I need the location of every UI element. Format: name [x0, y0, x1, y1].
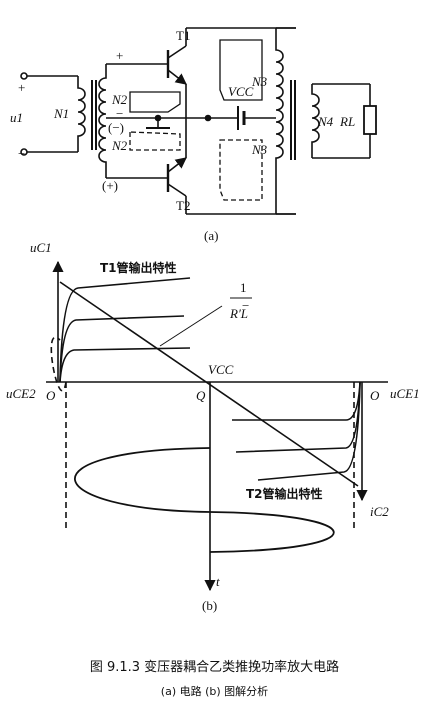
input-terminal-top [20, 72, 28, 80]
figure-subcaption: (a) 电路 (b) 图解分析 [160, 685, 269, 698]
t2-characteristic-curve-2 [235, 381, 361, 453]
subfigure-b-label: (b) [202, 598, 217, 613]
secondary-minus-sign: − [116, 106, 123, 121]
subfigure-a-label: (a) [204, 228, 218, 243]
t1-characteristic-label: T1管输出特性 [100, 260, 177, 275]
transistor-t2-label: T2 [176, 198, 190, 213]
t1-characteristic-curve-1 [59, 277, 191, 383]
uce2-axis-label: uCE2 [6, 386, 36, 401]
load-resistor [363, 105, 377, 135]
load-line [59, 281, 359, 487]
current-loop-t2-input [129, 131, 181, 151]
coil-n2-bottom-label: N2 [111, 138, 128, 153]
transistor-t1-label: T1 [176, 28, 190, 43]
vcc-label: VCC [228, 84, 254, 99]
current-loop-t1-input [129, 91, 181, 113]
graphical-analysis [46, 260, 388, 592]
coil-n4-label: N4 [317, 114, 334, 129]
circuit-diagram [20, 27, 377, 215]
input-plus-sign: + [18, 80, 25, 95]
origin-left-label: O [46, 388, 56, 403]
secondary-pos-paren: (+) [102, 178, 118, 193]
coil-n3-top-label: N3 [251, 74, 268, 89]
output-primary-coil-n3 [275, 28, 284, 214]
t2-characteristic-curve-1 [257, 381, 361, 481]
t2-characteristic-label: T2管输出特性 [246, 486, 323, 501]
slope-numerator: 1 [240, 280, 247, 295]
primary-coil-n1 [77, 76, 86, 152]
t1-characteristic-curve-3 [59, 347, 191, 383]
t1-characteristic-curve-2 [59, 315, 185, 383]
time-axis-label: t [216, 574, 220, 589]
uc1-axis-label: uC1 [30, 240, 52, 255]
coil-n1-label: N1 [53, 106, 69, 121]
coil-n2-top-label: N2 [111, 92, 128, 107]
output-secondary-coil-n4 [311, 84, 320, 158]
uce1-axis-label: uCE1 [390, 386, 420, 401]
secondary-plus-sign: + [116, 48, 123, 63]
t2-characteristic-curve-3 [232, 381, 361, 421]
origin-right-label: O [370, 388, 380, 403]
figure-caption: 图 9.1.3 变压器耦合乙类推挽功率放大电路 [89, 660, 340, 675]
quiescent-point-label: Q [196, 388, 206, 403]
projection-curve-left [50, 336, 67, 392]
coil-n3-bottom-label: N3 [251, 142, 268, 157]
load-resistor-label: RL [339, 114, 355, 129]
input-voltage-label: u1 [10, 110, 23, 125]
ic2-axis-label: iC2 [370, 504, 389, 519]
input-minus-sign: − [18, 146, 25, 161]
vcc-tick-label: VCC [208, 362, 234, 377]
secondary-coil-n2 [98, 64, 107, 178]
sine-waveform [74, 447, 335, 553]
slope-pointer [159, 305, 223, 347]
slope-denominator: R′L [229, 306, 248, 321]
secondary-neg-paren: (−) [108, 120, 124, 135]
current-loop-t1-output [219, 39, 263, 101]
slope-minus-sign: − [242, 298, 249, 313]
emitter-node [204, 114, 212, 122]
current-loop-t2-output [219, 139, 263, 201]
